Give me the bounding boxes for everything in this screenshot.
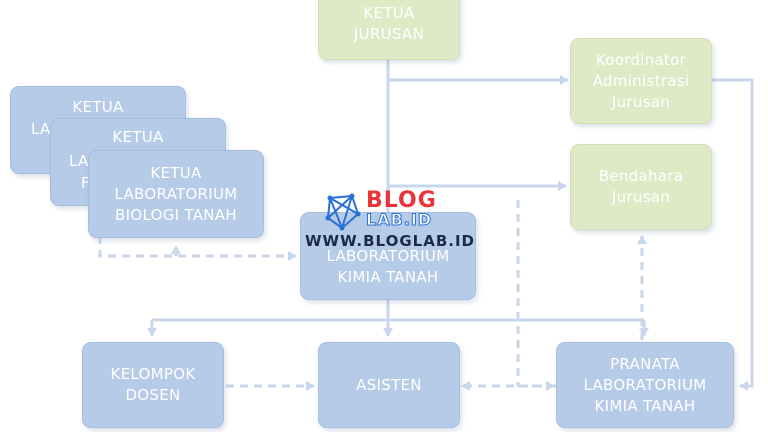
box-ketua-lab-mid-line2: LA xyxy=(69,152,89,170)
box-ketua-lab-mid-line1: KETUA xyxy=(112,128,164,146)
box-bendahara-label: Bendahara Jurusan xyxy=(598,167,684,206)
box-ketua-lab-mid-line3: F xyxy=(81,174,90,192)
box-ketua-jurusan-label: KETUA JURUSAN xyxy=(353,4,425,43)
box-ketua-lab-biologi-label: KETUA LABORATORIUM BIOLOGI TANAH xyxy=(114,163,238,224)
watermark-url: WWW.BLOGLAB.ID xyxy=(305,232,475,250)
box-ketua-lab-back-line1: KETUA xyxy=(72,98,124,116)
line-koordinator-to-pranata xyxy=(712,78,754,391)
box-ketua-lab-kimia-label: LABORATORIUM KIMIA TANAH xyxy=(326,247,450,286)
watermark-lab: LAB.ID xyxy=(365,210,433,230)
box-ketua-lab-back-line2: LA xyxy=(31,120,51,138)
box-kelompok-dosen: KELOMPOK DOSEN xyxy=(82,342,224,428)
box-ketua-lab-biologi: KETUA LABORATORIUM BIOLOGI TANAH xyxy=(88,150,264,238)
box-asisten-label: ASISTEN xyxy=(356,375,422,394)
box-bendahara: Bendahara Jurusan xyxy=(570,144,712,230)
box-asisten: ASISTEN xyxy=(318,342,460,428)
dashed-bio-to-kimia xyxy=(98,236,297,261)
watermark: BLOG LAB.ID WWW.BLOGLAB.ID xyxy=(300,188,480,254)
watermark-blog: BLOG xyxy=(366,188,437,213)
bloglab-logo-icon xyxy=(325,193,361,231)
box-koordinator-label: Koordinator Administrasi Jurusan xyxy=(592,50,690,111)
box-ketua-jurusan: KETUA JURUSAN xyxy=(318,0,460,60)
box-koordinator: Koordinator Administrasi Jurusan xyxy=(570,38,712,124)
box-ketua-lab-kimia: LABORATORIUM KIMIA TANAH xyxy=(300,212,476,300)
box-pranata-label: PRANATA LABORATORIUM KIMIA TANAH xyxy=(583,354,707,415)
box-kelompok-dosen-label: KELOMPOK DOSEN xyxy=(110,365,196,404)
box-pranata: PRANATA LABORATORIUM KIMIA TANAH xyxy=(556,342,734,428)
